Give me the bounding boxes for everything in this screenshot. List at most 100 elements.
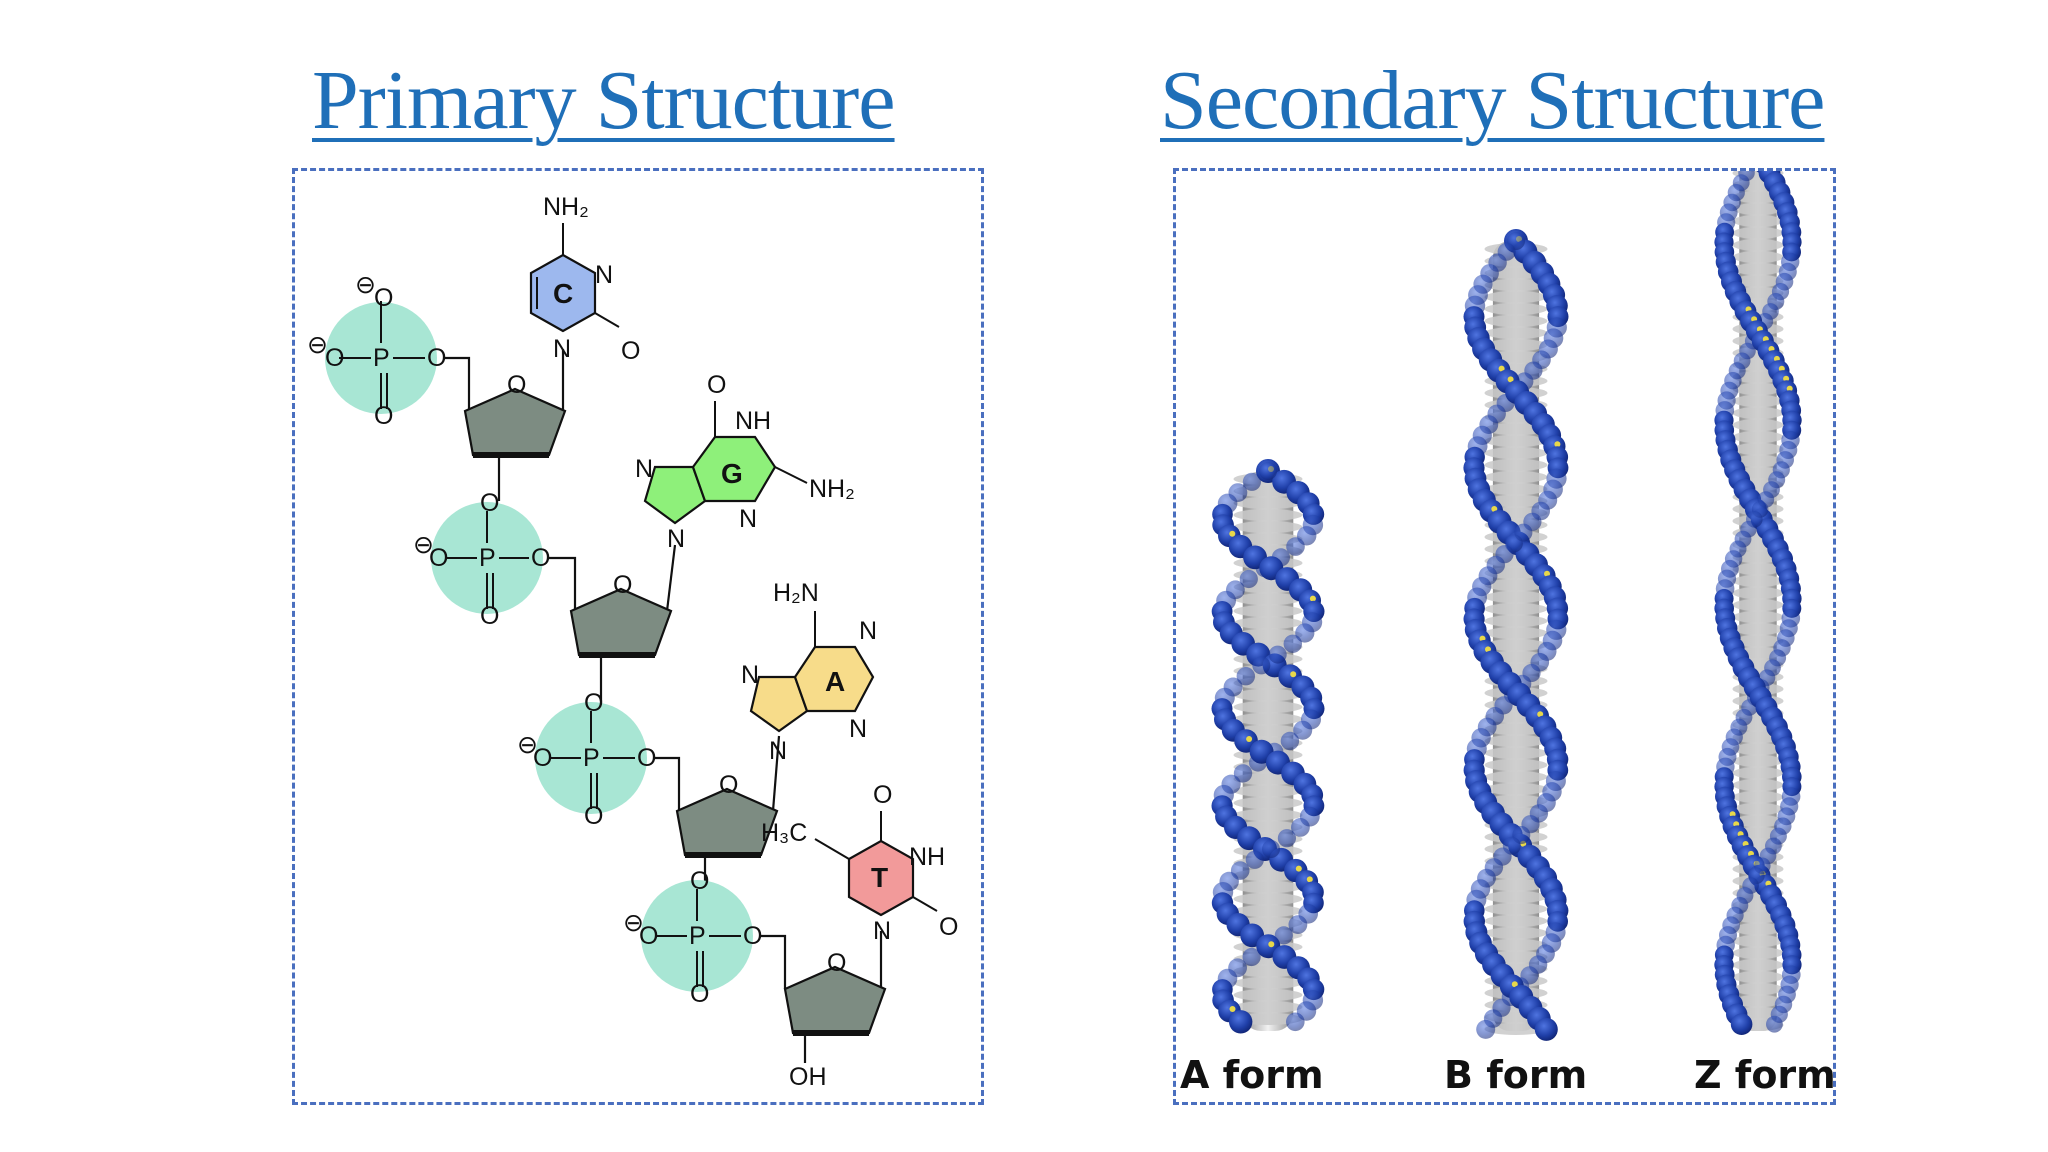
a-form-helix — [1211, 459, 1325, 1034]
z-form-base-pair — [1732, 599, 1784, 611]
secondary-structure-panel: A form B form Z form — [1173, 168, 1836, 1105]
b-form-base-pair — [1484, 327, 1548, 339]
phosphate-highlight — [325, 302, 437, 414]
b-form-base-pair — [1484, 459, 1548, 471]
b-form-phosphorus-atom — [1498, 365, 1505, 372]
svg-text:N: N — [741, 661, 759, 689]
svg-text:O: O — [613, 571, 632, 599]
svg-text:⊖: ⊖ — [413, 531, 434, 559]
b-form-base-pair — [1484, 879, 1548, 891]
z-form-base-pair — [1732, 767, 1784, 779]
a-form-backbone-bead — [1277, 829, 1296, 848]
svg-text:N: N — [873, 917, 891, 945]
a-form-phosphorus-atom — [1229, 1006, 1236, 1012]
b-form-label: B form — [1444, 1053, 1588, 1097]
svg-text:O: O — [374, 284, 393, 312]
deoxyribose-sugar-3: O — [675, 771, 779, 858]
a-form-backbone-bead — [1274, 926, 1293, 945]
svg-text:T: T — [871, 862, 888, 893]
b-form-base-pair — [1484, 483, 1548, 495]
a-form-base-pair — [1233, 989, 1303, 1001]
svg-text:O: O — [707, 371, 726, 399]
z-form-base-pair — [1732, 815, 1784, 827]
svg-text:O: O — [584, 802, 603, 830]
z-form-base-pair — [1732, 563, 1784, 575]
svg-text:O: O — [429, 544, 448, 572]
phosphate-highlight — [431, 502, 543, 614]
svg-text:O: O — [873, 781, 892, 809]
a-form-label: A form — [1180, 1053, 1324, 1097]
svg-text:O: O — [507, 371, 526, 399]
svg-text:O: O — [531, 544, 550, 572]
primary-structure-panel: O P O O O ⊖ ⊖ O P O O O ⊖ — [292, 168, 984, 1105]
secondary-structure-heading: Secondary Structure — [1160, 54, 1825, 147]
svg-text:P: P — [583, 744, 600, 772]
z-form-base-pair — [1732, 455, 1784, 467]
z-form-base-pair — [1732, 635, 1784, 647]
z-form-base-pair — [1732, 959, 1784, 971]
z-form-base-pair — [1732, 431, 1784, 443]
z-form-base-pair — [1732, 755, 1784, 767]
b-form-phosphorus-atom — [1537, 711, 1544, 718]
z-form-base-pair — [1732, 239, 1784, 251]
svg-text:N: N — [595, 261, 613, 289]
phosphate-group-2: O P O O O ⊖ — [413, 489, 550, 630]
svg-text:N: N — [769, 737, 787, 765]
z-form-base-pair — [1732, 587, 1784, 599]
phosphate-group-1: O P O O O ⊖ ⊖ — [307, 271, 446, 430]
z-form-backbone-bead — [1730, 1013, 1753, 1035]
b-form-phosphorus-atom — [1511, 981, 1518, 988]
b-form-phosphorus-atom — [1491, 506, 1498, 512]
z-form-base-pair — [1732, 395, 1784, 407]
b-form-base-pair — [1484, 639, 1548, 651]
svg-text:O: O — [743, 922, 762, 950]
a-form-base-pair — [1233, 785, 1303, 797]
z-form-base-pair — [1732, 935, 1784, 947]
base-thymine: T O NH N O H₃C — [761, 781, 958, 945]
a-form-backbone-bead — [1283, 634, 1302, 653]
b-form-helix — [1463, 229, 1569, 1041]
z-form-base-pair — [1732, 407, 1784, 419]
svg-text:⊖: ⊖ — [307, 331, 328, 359]
a-form-backbone-bead — [1242, 472, 1261, 491]
a-form-backbone-bead — [1252, 656, 1271, 675]
svg-text:C: C — [553, 278, 573, 309]
a-form-base-pair — [1233, 881, 1303, 893]
svg-text:N: N — [859, 617, 877, 645]
svg-text:P: P — [689, 922, 706, 950]
svg-text:N: N — [849, 715, 867, 743]
a-form-backbone-bead — [1286, 1012, 1305, 1032]
b-form-base-pair — [1484, 735, 1548, 747]
svg-text:O: O — [427, 344, 446, 372]
a-form-backbone-bead — [1239, 569, 1258, 589]
svg-text:N: N — [553, 335, 571, 363]
b-form-base-pair — [1484, 315, 1548, 327]
svg-text:OH: OH — [789, 1063, 827, 1091]
b-form-base-pair — [1484, 591, 1548, 603]
b-form-base-pair — [1484, 435, 1548, 447]
a-form-base-pair — [1233, 521, 1303, 533]
dna-helix-forms-figure — [1211, 171, 1802, 1041]
b-form-base-pair — [1484, 891, 1548, 903]
svg-text:O: O — [719, 771, 738, 799]
a-form-phosphorus-atom — [1268, 941, 1275, 948]
b-form-base-pair — [1484, 747, 1548, 759]
svg-text:N: N — [635, 455, 653, 483]
z-form-base-pair — [1732, 263, 1784, 275]
b-form-base-pair — [1484, 291, 1548, 303]
b-form-base-pair — [1484, 915, 1548, 927]
svg-text:G: G — [721, 458, 743, 489]
z-form-base-pair — [1732, 227, 1784, 239]
a-form-phosphorus-atom — [1246, 736, 1253, 742]
svg-text:O: O — [690, 980, 709, 1008]
b-form-phosphorus-atom — [1544, 570, 1550, 577]
svg-text:P: P — [373, 344, 390, 372]
a-form-backbone-bead — [1293, 720, 1313, 740]
z-form-base-pair — [1732, 623, 1784, 635]
a-form-phosphorus-atom — [1309, 595, 1316, 602]
base-adenine: A N N N N H₂N — [741, 579, 877, 765]
a-form-phosphorus-atom — [1290, 671, 1297, 678]
svg-text:N: N — [667, 525, 685, 553]
z-form-base-pair — [1732, 419, 1784, 431]
deoxyribose-sugar-4: O OH — [783, 949, 887, 1091]
